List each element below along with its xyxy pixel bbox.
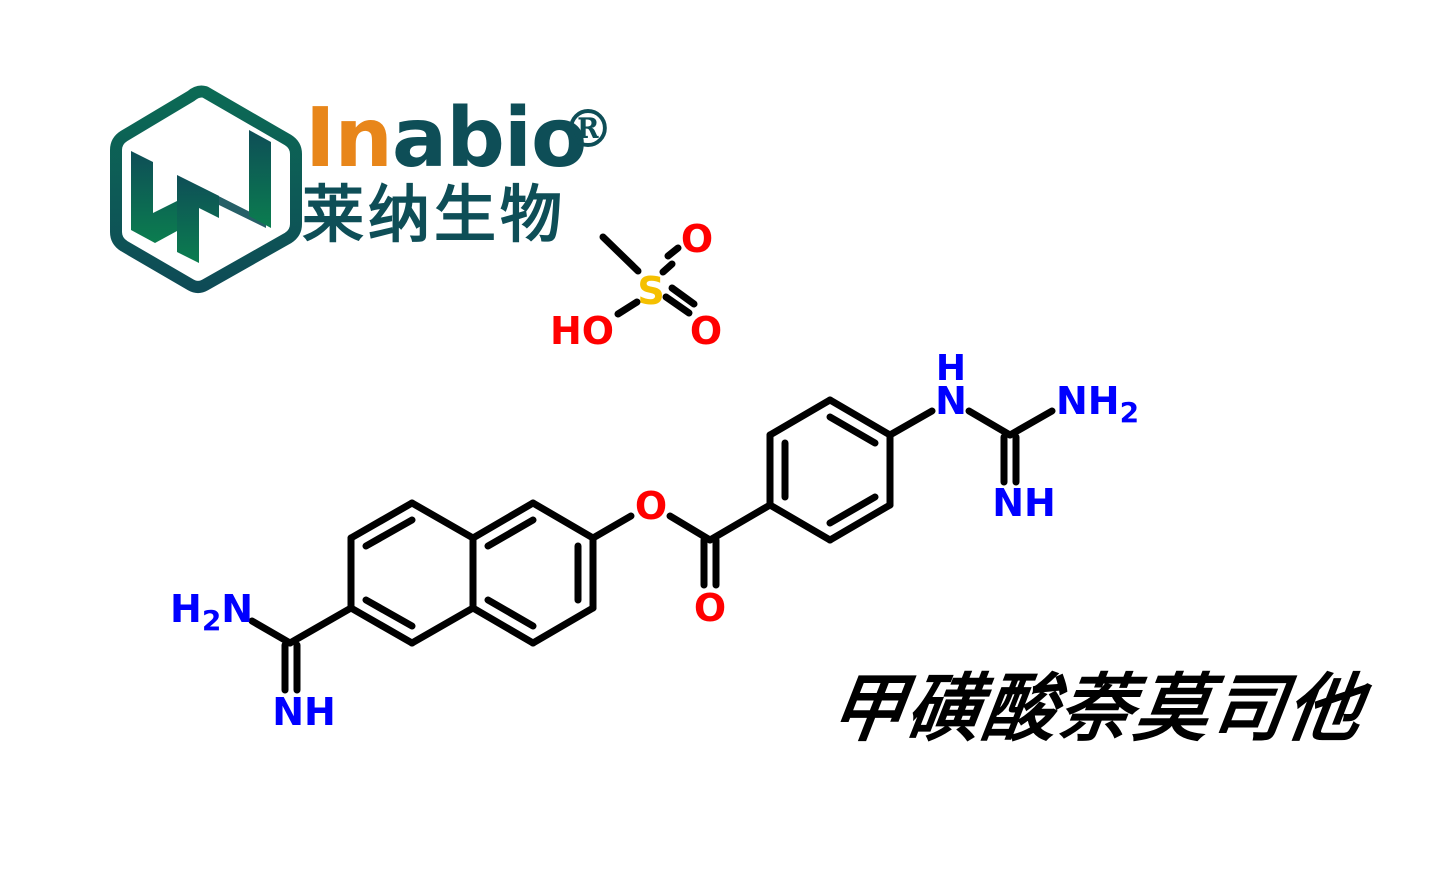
oxygen-atom-label: O <box>690 309 722 353</box>
oxygen-atom-label: O <box>681 217 713 261</box>
ester-oxygen-label: O <box>635 484 667 528</box>
brand-name: Inabio <box>305 98 587 180</box>
brand-chinese-name: 莱纳生物 <box>302 178 567 251</box>
sulfur-atom-label: S <box>637 269 664 313</box>
amine-h2n-label: H2N <box>170 587 253 637</box>
nh-hydrogen-label: H <box>936 348 966 389</box>
registered-trademark-mark: ® <box>562 99 614 160</box>
hydroxyl-label: HO <box>550 309 614 353</box>
imine-nh-label: NH <box>992 481 1056 525</box>
imine-nh-label: NH <box>272 690 336 734</box>
nh-nitrogen-label: N <box>935 379 967 423</box>
carbonyl-oxygen-label: O <box>694 586 726 630</box>
brand-prefix: In <box>305 91 393 186</box>
compound-name: 甲磺酸萘莫司他 <box>825 666 1370 752</box>
amine-nh2-label: NH2 <box>1056 379 1139 429</box>
brand-suffix: abio <box>391 91 587 186</box>
